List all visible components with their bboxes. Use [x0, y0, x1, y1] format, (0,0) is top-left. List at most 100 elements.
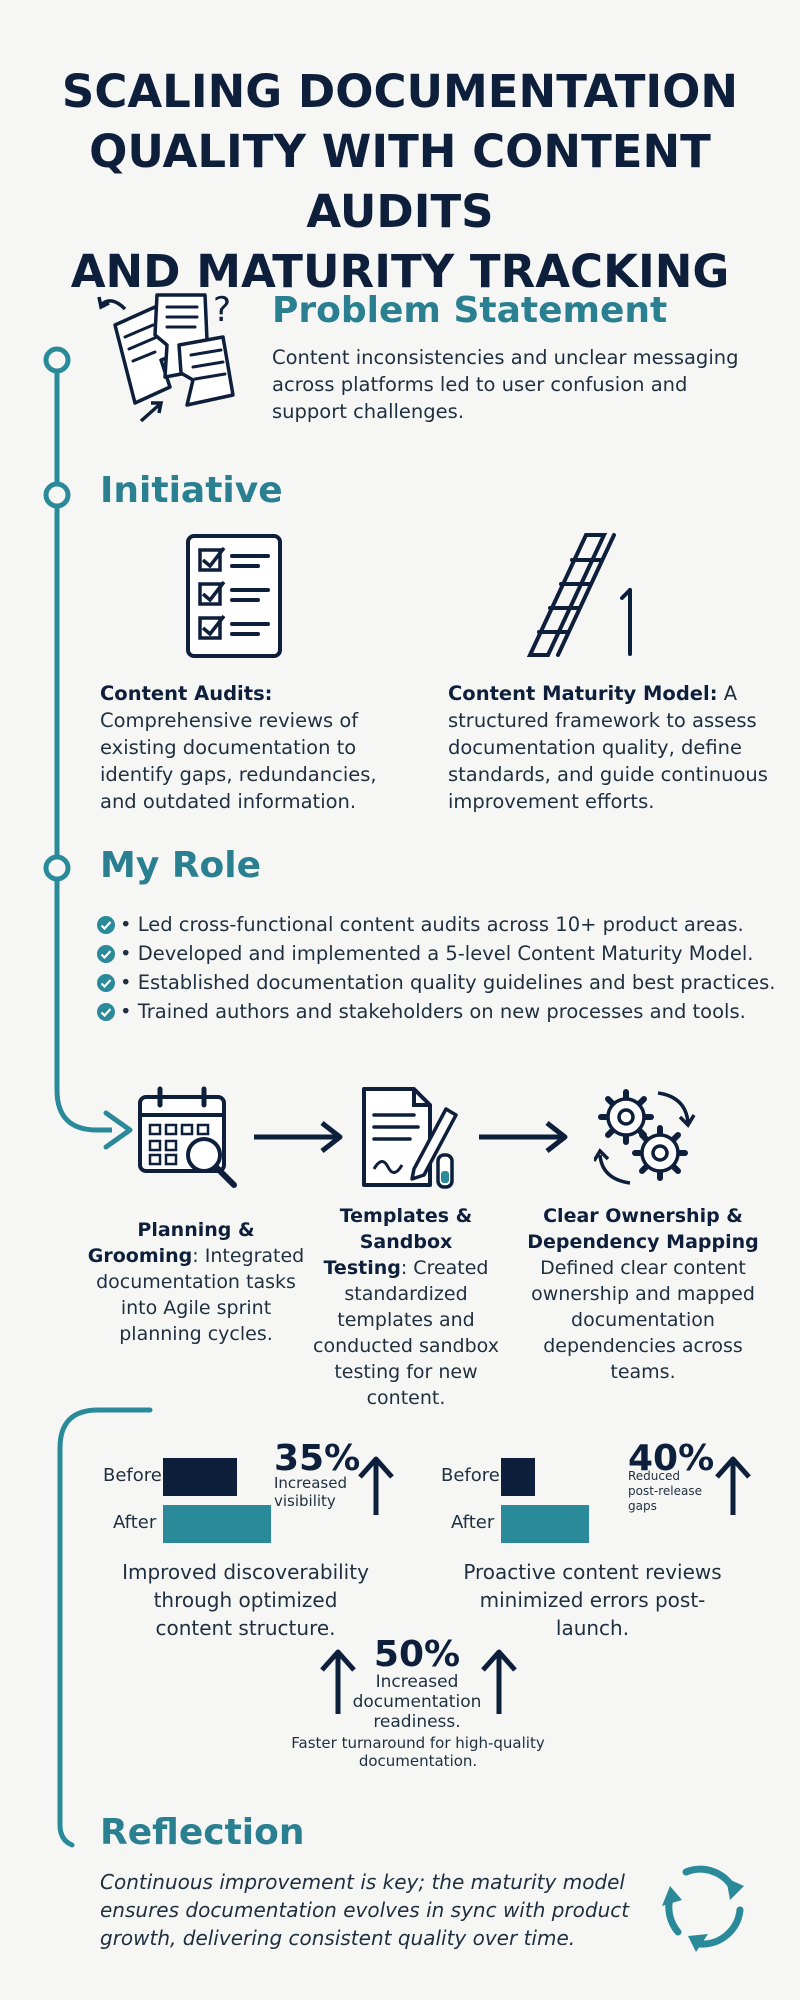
step-line: teams.: [523, 1359, 763, 1385]
step-text-run: Defined clear content: [540, 1257, 746, 1279]
step-line: Planning &: [76, 1217, 316, 1243]
svg-text:?: ?: [213, 290, 231, 330]
refresh-cycle-icon: [662, 1865, 744, 1952]
after-label: After: [451, 1512, 495, 1533]
step-text-run: teams.: [610, 1361, 676, 1383]
step-line: templates and: [296, 1307, 516, 1333]
step-text-run: planning cycles.: [119, 1323, 273, 1345]
timeline-arrow-icon: [103, 1110, 133, 1150]
step-bold-text: Clear Ownership &: [543, 1205, 743, 1227]
arrow-up-icon: [481, 1649, 517, 1714]
step-text-run: : Integrated: [192, 1245, 305, 1267]
content-audits-text: Content Audits: Comprehensive reviews of…: [100, 682, 377, 813]
timeline-line: [43, 346, 133, 1150]
timeline-node-role: [43, 854, 71, 882]
after-bar: [501, 1505, 589, 1543]
step-line: into Agile sprint: [76, 1295, 316, 1321]
visibility-desc: Increased visibility: [274, 1474, 348, 1510]
before-bar: [501, 1458, 535, 1496]
step-line: Defined clear content: [523, 1255, 763, 1281]
visibility-value: 35%: [274, 1438, 361, 1479]
document-sign-icon: [362, 1087, 458, 1189]
step-line: standardized: [296, 1281, 516, 1307]
step-bold-text: Templates & Sandbox: [339, 1205, 473, 1253]
after-bar: [163, 1505, 271, 1543]
page-title: SCALING DOCUMENTATION QUALITY WITH CONTE…: [30, 62, 770, 302]
after-label: After: [113, 1512, 157, 1533]
step-text-run: ownership and mapped: [531, 1283, 755, 1305]
step-bold-text: Testing: [323, 1257, 401, 1279]
timeline-node-problem: [43, 346, 71, 374]
role-item: • Established documentation quality guid…: [97, 968, 780, 997]
step-text-run: testing for new: [334, 1361, 478, 1383]
title-line-2: QUALITY WITH CONTENT AUDITS: [89, 125, 711, 238]
step-text-run: documentation tasks: [96, 1271, 296, 1293]
role-item: • Trained authors and stakeholders on ne…: [97, 997, 780, 1026]
arrow-right-icon: [479, 1121, 568, 1153]
calendar-search-icon: [138, 1086, 237, 1188]
problem-heading: Problem Statement: [272, 290, 668, 331]
readiness-desc: Increased documentation readiness.: [352, 1672, 482, 1732]
step-text-run: documentation: [571, 1309, 715, 1331]
step-line: documentation tasks: [76, 1269, 316, 1295]
title-line-1: SCALING DOCUMENTATION: [61, 65, 739, 118]
arrow-up-icon: [358, 1456, 394, 1515]
step-text-run: dependencies across: [543, 1335, 743, 1357]
step-line: Dependency Mapping: [523, 1229, 763, 1255]
arrow-right-icon: [254, 1121, 343, 1153]
role-heading: My Role: [100, 845, 262, 886]
arrow-up-icon: [320, 1649, 356, 1714]
visibility-caption: Improved discoverability through optimiz…: [122, 1560, 369, 1640]
reflection-heading: Reflection: [100, 1812, 305, 1853]
step-line: documentation: [523, 1307, 763, 1333]
step-line: content.: [296, 1385, 516, 1411]
step-bold-text: Planning &: [137, 1219, 255, 1241]
step-line: testing for new: [296, 1359, 516, 1385]
checklist-icon: [186, 534, 282, 658]
before-bar: [163, 1458, 237, 1496]
step-line: Clear Ownership &: [523, 1203, 763, 1229]
step-text-run: content.: [366, 1387, 446, 1409]
gaps-value: 40%: [628, 1438, 715, 1479]
torn-documents-icon: ?: [97, 290, 235, 423]
step-line: Grooming: Integrated: [76, 1243, 316, 1269]
step-line: ownership and mapped: [523, 1281, 763, 1307]
arrow-up-icon: [715, 1456, 751, 1515]
reflection-text: Continuous improvement is key; the matur…: [100, 1870, 630, 1950]
check-circle-icon: [97, 974, 115, 992]
title-line-3: AND MATURITY TRACKING: [70, 245, 730, 298]
step-line: Templates & Sandbox: [296, 1203, 516, 1255]
check-circle-icon: [97, 945, 115, 963]
step-line: planning cycles.: [76, 1321, 316, 1347]
timeline-node-initiative: [43, 481, 71, 509]
problem-text: Content inconsistencies and unclear mess…: [272, 346, 739, 423]
role-list: • Led cross-functional content audits ac…: [97, 910, 780, 1026]
step-bold-text: Grooming: [87, 1245, 193, 1267]
role-item: • Led cross-functional content audits ac…: [97, 910, 780, 939]
gears-cycle-icon: [594, 1089, 696, 1185]
check-circle-icon: [97, 916, 115, 934]
step-line: Testing: Created: [296, 1255, 516, 1281]
readiness-note: Faster turnaround for high-quality docum…: [291, 1734, 545, 1770]
step-text-run: templates and: [337, 1309, 475, 1331]
step-line: conducted sandbox: [296, 1333, 516, 1359]
step-line: dependencies across: [523, 1333, 763, 1359]
before-label: Before: [441, 1465, 500, 1486]
step-text-run: standardized: [344, 1283, 468, 1305]
role-item: • Developed and implemented a 5-level Co…: [97, 939, 780, 968]
outcomes-bracket: [57, 1407, 153, 1848]
check-circle-icon: [97, 1003, 115, 1021]
content-maturity-text: Content Maturity Model: A structured fra…: [448, 682, 768, 813]
readiness-value: 50%: [373, 1634, 461, 1675]
step-bold-text: Dependency Mapping: [527, 1231, 759, 1253]
gaps-caption: Proactive content reviews minimized erro…: [463, 1560, 722, 1640]
gaps-desc: Reduced post-release gaps: [628, 1469, 703, 1513]
step-text-run: conducted sandbox: [313, 1335, 499, 1357]
step-text-run: : Created: [400, 1257, 489, 1279]
initiative-heading: Initiative: [100, 470, 283, 511]
ladder-icon: [526, 533, 632, 657]
step-text-run: into Agile sprint: [120, 1297, 272, 1319]
